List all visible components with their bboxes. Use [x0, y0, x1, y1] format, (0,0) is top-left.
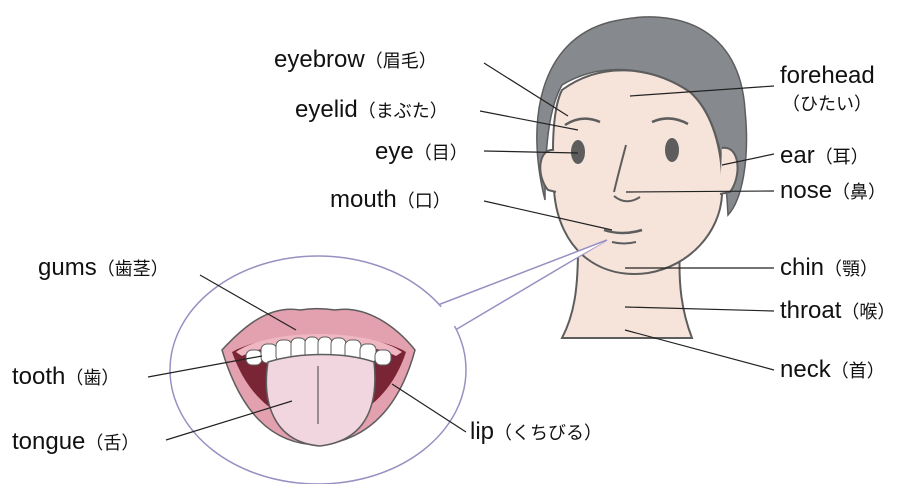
- tooth: [374, 349, 392, 366]
- label-mouth: mouth（口）: [330, 186, 451, 214]
- ear-leader: [721, 153, 775, 166]
- label-mouth-en: mouth: [330, 186, 397, 213]
- label-throat: throat（喉）: [780, 297, 895, 325]
- label-gums: gums（歯茎）: [38, 254, 169, 282]
- label-tooth-jp: （歯）: [65, 368, 120, 389]
- mouth-line: [603, 228, 643, 235]
- label-eyelid: eyelid（まぶた）: [295, 96, 448, 124]
- label-lip-en: lip: [470, 418, 495, 445]
- right-eye: [665, 138, 679, 162]
- tooth-leader: [147, 355, 263, 378]
- label-tongue: tongue（舌）: [12, 428, 139, 456]
- face: [551, 69, 724, 275]
- neck-leader: [624, 329, 775, 371]
- label-eyebrow-en: eyebrow: [274, 46, 365, 73]
- label-neck: neck（首）: [780, 356, 885, 384]
- label-eyelid-en: eyelid: [295, 96, 358, 123]
- lower-lip-line: [611, 241, 637, 245]
- label-nose-en: nose: [780, 177, 833, 204]
- tongue-leader: [165, 400, 293, 441]
- callout-pointer-cover: [400, 242, 604, 342]
- label-gums-jp: （歯茎）: [96, 259, 169, 280]
- label-mouth-jp: （口）: [396, 191, 451, 212]
- label-eyebrow-jp: （眉毛）: [364, 51, 437, 72]
- label-eyebrow: eyebrow（眉毛）: [274, 46, 437, 74]
- label-tongue-en: tongue: [12, 428, 86, 455]
- label-neck-en: neck: [780, 356, 831, 383]
- label-tooth: tooth（歯）: [12, 363, 119, 391]
- forehead-leader: [629, 85, 775, 97]
- label-throat-jp: （喉）: [841, 302, 896, 323]
- left-eye: [571, 140, 585, 164]
- label-chin-jp: （顎）: [824, 259, 879, 280]
- tongue: [265, 353, 376, 447]
- left-ear: [539, 148, 557, 193]
- label-eyelid-jp: （まぶた）: [357, 101, 448, 122]
- nose-leader: [625, 190, 775, 193]
- nose-tip: [613, 195, 641, 203]
- label-tooth-en: tooth: [12, 363, 66, 390]
- hair: [536, 16, 748, 217]
- label-eye: eye（目）: [375, 138, 468, 166]
- gums-leader: [199, 274, 297, 331]
- nose-line: [613, 144, 627, 193]
- right-ear: [719, 146, 739, 195]
- label-nose: nose（鼻）: [780, 177, 886, 205]
- label-ear: ear（耳）: [780, 142, 869, 170]
- eyelid-leader: [479, 110, 579, 131]
- label-nose-jp: （鼻）: [832, 182, 887, 203]
- label-lip: lip（くちびる）: [470, 418, 602, 446]
- label-eye-en: eye: [375, 138, 414, 165]
- lip-leader: [391, 383, 467, 433]
- label-lip-jp: （くちびる）: [494, 423, 603, 444]
- eyebrow-leader: [483, 62, 569, 117]
- label-gums-en: gums: [38, 254, 97, 281]
- gums: [236, 334, 402, 356]
- eye-leader: [483, 150, 579, 154]
- label-ear-en: ear: [780, 142, 815, 169]
- label-eye-jp: （目）: [413, 143, 468, 164]
- label-tongue-jp: （舌）: [85, 433, 140, 454]
- throat-leader: [624, 306, 775, 312]
- right-eyebrow: [651, 117, 689, 126]
- label-throat-en: throat: [780, 297, 842, 324]
- label-ear-jp: （耳）: [814, 147, 869, 168]
- label-chin: chin（顎）: [780, 254, 878, 282]
- label-forehead: forehead （ひたい）: [780, 62, 875, 116]
- label-chin-en: chin: [780, 254, 825, 281]
- leader-lines: [147, 62, 775, 441]
- label-neck-jp: （首）: [830, 361, 885, 382]
- mouth-leader: [483, 200, 613, 231]
- left-eyebrow: [564, 117, 601, 127]
- label-forehead-jp: （ひたい）: [782, 94, 872, 115]
- label-forehead-en: forehead: [780, 62, 875, 89]
